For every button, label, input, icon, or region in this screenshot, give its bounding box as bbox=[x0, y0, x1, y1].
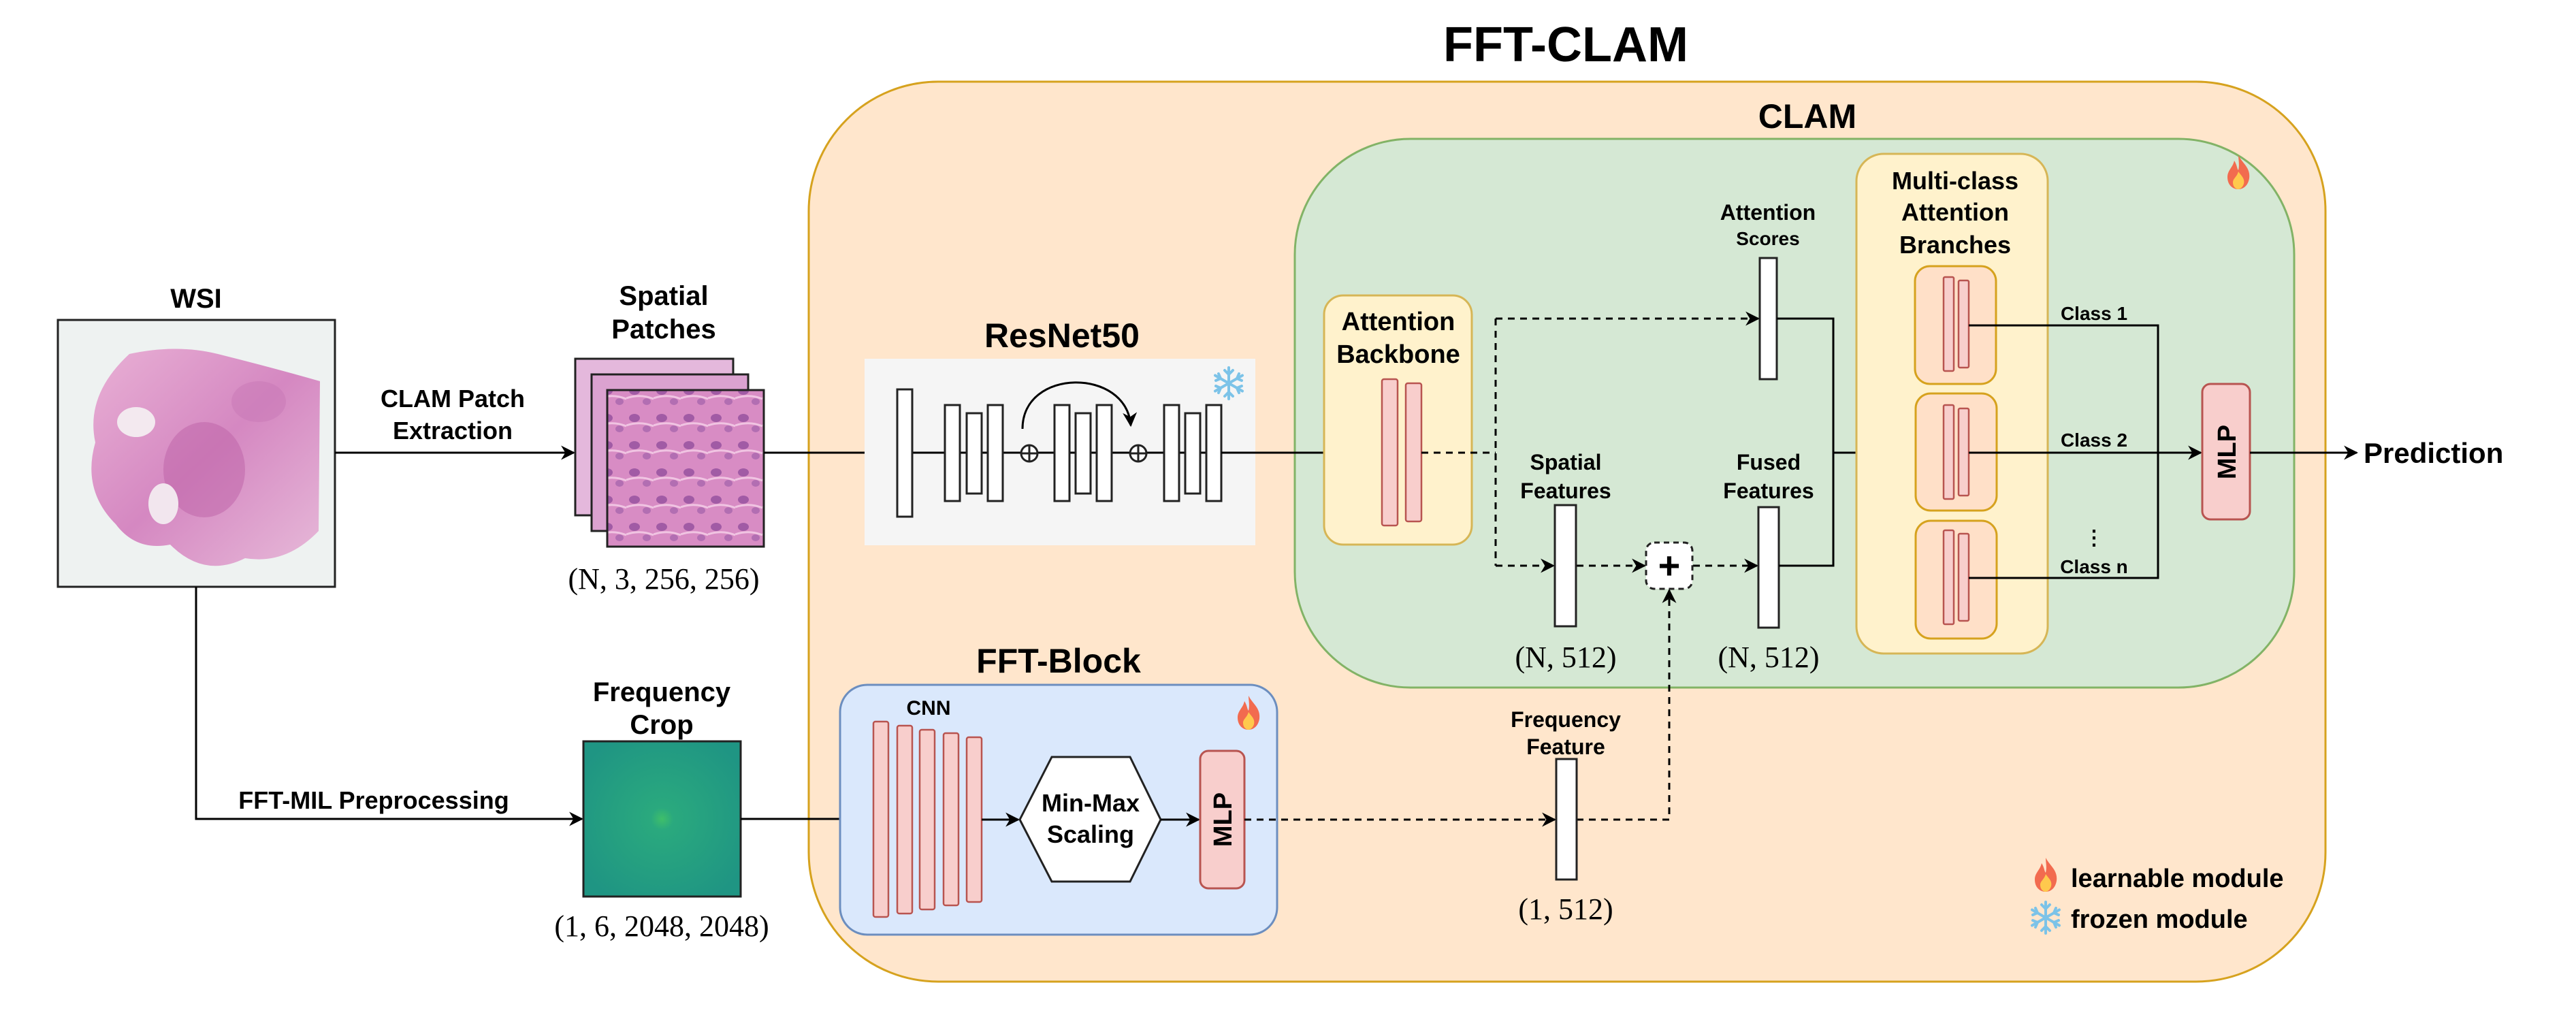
class-2-label: Class 2 bbox=[2061, 430, 2127, 451]
fused-features-line2: Features bbox=[1723, 479, 1814, 503]
edge-wsi-to-freq-crop bbox=[195, 587, 584, 826]
class-1-label: Class 1 bbox=[2061, 303, 2127, 324]
branch-output-edges bbox=[1969, 324, 2203, 579]
patches-label-line2: Patches bbox=[611, 315, 715, 344]
freq-crop-shape: (1, 6, 2048, 2048) bbox=[554, 909, 769, 943]
branches-title-line1: Multi-class bbox=[1892, 167, 2018, 195]
prediction-label: Prediction bbox=[2364, 437, 2503, 469]
patches-shape: (N, 3, 256, 256) bbox=[568, 562, 759, 596]
freq-crop-label-line2: Crop bbox=[630, 710, 693, 740]
branch-2 bbox=[1914, 392, 1998, 512]
spatial-features-shape: (N, 512) bbox=[1515, 641, 1616, 674]
branch-1 bbox=[1914, 265, 1997, 385]
fused-features-vector bbox=[1757, 506, 1780, 629]
freq-feature-shape: (1, 512) bbox=[1518, 892, 1613, 926]
patches-label-line1: Spatial bbox=[619, 281, 708, 311]
legend-learnable: learnable module bbox=[2071, 865, 2284, 893]
attention-scores-line1: Attention bbox=[1720, 200, 1816, 225]
clam-mlp-label: MLP bbox=[2213, 425, 2242, 479]
fft-block-title: FFT-Block bbox=[976, 642, 1141, 680]
class-ellipsis: ⋮ bbox=[2084, 527, 2104, 549]
wsi-label: WSI bbox=[170, 284, 222, 314]
spatial-patches-stack bbox=[574, 357, 765, 548]
cnn-label: CNN bbox=[907, 697, 951, 720]
frequency-edges bbox=[1244, 588, 1677, 827]
clam-title: CLAM bbox=[1758, 97, 1856, 135]
legend: learnable module frozen module bbox=[2031, 858, 2284, 935]
wsi-image bbox=[57, 319, 336, 588]
resnet-layers bbox=[896, 381, 1225, 518]
attention-backbone-line1: Attention bbox=[1342, 308, 1455, 336]
backbone-split-edges bbox=[1421, 311, 1760, 573]
attention-scores-vector bbox=[1758, 257, 1778, 381]
branch-n bbox=[1914, 519, 1998, 640]
diagram-title: FFT-CLAM bbox=[1443, 18, 1688, 72]
spatial-features-line2: Features bbox=[1520, 479, 1611, 503]
attention-scores-line2: Scores bbox=[1736, 228, 1799, 249]
spatial-features-vector bbox=[1553, 504, 1577, 628]
edge-label-fft-mil: FFT-MIL Preprocessing bbox=[238, 786, 509, 814]
branches-title-line2: Attention bbox=[1901, 198, 2009, 226]
spatial-features-line1: Spatial bbox=[1530, 450, 1602, 474]
attention-backbone-line2: Backbone bbox=[1336, 340, 1460, 369]
scaling-line2: Scaling bbox=[1047, 820, 1134, 848]
fused-features-shape: (N, 512) bbox=[1718, 641, 1819, 674]
fft-mlp-label: MLP bbox=[1209, 792, 1238, 847]
cnn-layers bbox=[872, 720, 983, 918]
class-n-label: Class n bbox=[2060, 556, 2128, 577]
freq-feature-line2: Feature bbox=[1526, 735, 1605, 759]
fusion-add-symbol: + bbox=[1658, 544, 1681, 587]
resnet-title: ResNet50 bbox=[984, 317, 1140, 355]
legend-frozen: frozen module bbox=[2071, 905, 2248, 934]
frequency-feature-vector bbox=[1555, 758, 1578, 881]
freq-crop-label-line1: Frequency bbox=[593, 677, 731, 707]
backbone-layer bbox=[1404, 382, 1423, 523]
branches-title-line3: Branches bbox=[1899, 231, 2011, 259]
freq-feature-line1: Frequency bbox=[1511, 707, 1621, 732]
backbone-layer bbox=[1381, 378, 1399, 527]
fused-features-line1: Fused bbox=[1737, 450, 1801, 474]
scaling-line1: Min-Max bbox=[1042, 789, 1140, 817]
edge-label-extraction: Extraction bbox=[393, 417, 513, 445]
frequency-crop-image bbox=[582, 740, 742, 898]
edge-label-clam-patch: CLAM Patch bbox=[381, 385, 525, 413]
